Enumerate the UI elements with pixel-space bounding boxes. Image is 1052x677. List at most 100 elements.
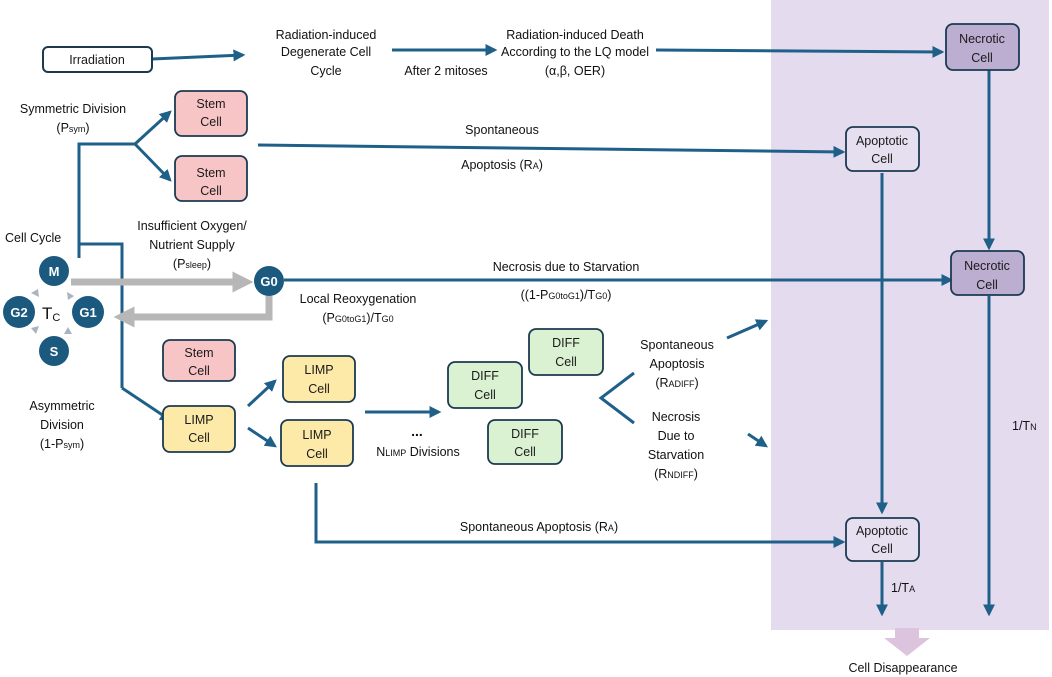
svg-text:LIMP: LIMP [304, 363, 333, 377]
svg-text:Cell: Cell [871, 542, 893, 556]
svg-text:Cell: Cell [306, 447, 328, 461]
insufficient-label-2: Nutrient Supply [149, 238, 235, 252]
diff-cell-box-1: DIFF Cell [447, 361, 523, 409]
g0-necrosis-formula: ((1-PG0toG1)/TG0) [521, 288, 612, 302]
necrotic-cell-box-2: Necrotic Cell [950, 250, 1025, 296]
tn-label: 1/TN [1012, 419, 1037, 433]
symmetric-division-label: Symmetric Division [20, 102, 126, 116]
svg-text:S: S [50, 344, 59, 359]
spontaneous-apoptosis-label-1: Spontaneous [640, 338, 714, 352]
stem-cell-box-2: Stem Cell [174, 155, 248, 202]
arrow-sym-stem2 [133, 142, 172, 182]
arrow-asym-limp [121, 386, 172, 422]
arrow-stem-to-apoptotic [257, 143, 846, 158]
disappearance-arrow [884, 628, 930, 656]
svg-text:Apoptotic: Apoptotic [856, 524, 908, 538]
svg-text:LIMP: LIMP [302, 428, 331, 442]
asymmetric-psym-label: (1-Psym) [40, 437, 84, 451]
apoptosis-ra-label: Apoptosis (RA) [461, 158, 543, 172]
arrow-limp-up [246, 379, 277, 408]
arrow-to-apoptosis-region [726, 319, 769, 340]
psym-label: (Psym) [56, 121, 89, 135]
svg-text:Cell: Cell [514, 445, 536, 459]
cycle-arrow-m-g1 [67, 292, 74, 300]
cycle-phase-g2 [3, 296, 35, 328]
svg-text:Cell: Cell [200, 115, 222, 129]
diff-cell-box-3: DIFF Cell [487, 419, 563, 465]
necrosis-starvation-label: Necrosis due to Starvation [493, 260, 640, 274]
limp-cell-box-1: LIMP Cell [162, 405, 236, 453]
stem-cell-box-3: Stem Cell [162, 339, 236, 382]
ta-label: 1/TA [891, 581, 915, 595]
asymmetric-label-1: Asymmetric [29, 399, 94, 413]
svg-text:Cell: Cell [200, 184, 222, 198]
svg-text:Apoptotic: Apoptotic [856, 134, 908, 148]
svg-text:Stem: Stem [196, 166, 225, 180]
fate-chevron [598, 371, 635, 425]
stem-cell-box-1: Stem Cell [174, 90, 248, 137]
cycle-phase-s [39, 336, 69, 366]
cell-cycle-title: Cell Cycle [5, 231, 61, 245]
cycle-phase-g1 [72, 296, 104, 328]
arrow-g0-to-g1 [113, 296, 273, 328]
svg-text:DIFF: DIFF [552, 336, 580, 350]
death-label-1: Radiation-induced Death [506, 28, 644, 42]
svg-text:G2: G2 [10, 305, 27, 320]
death-label-3: (α,β, OER) [545, 64, 605, 78]
quiescent-g0 [254, 266, 284, 296]
reoxygenation-label: Local Reoxygenation [300, 292, 417, 306]
rndiff-label: (RNDIFF) [654, 467, 698, 481]
svg-text:Cell: Cell [474, 388, 496, 402]
cycle-arrow-s-g2 [31, 326, 39, 334]
necrosis-label-2: Due to [658, 429, 695, 443]
arrow-limp-to-apoptotic [314, 483, 846, 548]
nlimp-divisions-label: NLIMP Divisions [376, 445, 460, 459]
svg-text:Cell: Cell [308, 382, 330, 396]
svg-text:Cell: Cell [871, 152, 893, 166]
apoptotic-cell-box-1: Apoptotic Cell [845, 126, 920, 172]
svg-text:Cell: Cell [971, 51, 993, 65]
svg-text:Stem: Stem [184, 346, 213, 360]
apoptotic-cell-box-2: Apoptotic Cell [845, 517, 920, 562]
ellipsis-label: ... [411, 423, 423, 439]
psleep-label: (Psleep) [173, 257, 211, 271]
limp-cell-box-2: LIMP Cell [282, 355, 356, 403]
diff-cell-box-2: DIFF Cell [528, 328, 604, 376]
cycle-phase-m [39, 256, 69, 286]
arrow-sym-stem1 [133, 110, 172, 146]
insufficient-label-1: Insufficient Oxygen/ [137, 219, 247, 233]
cycle-time-tc: TC [42, 304, 60, 324]
svg-text:Cell: Cell [188, 364, 210, 378]
arrow-irradiation-to-degenerate [151, 49, 246, 62]
degenerate-label-2: Degenerate Cell [281, 45, 371, 59]
necrosis-label-1: Necrosis [652, 410, 701, 424]
svg-text:Cell: Cell [188, 431, 210, 445]
limp-cell-box-3: LIMP Cell [280, 419, 354, 467]
svg-text:Necrotic: Necrotic [964, 259, 1010, 273]
svg-text:Cell: Cell [976, 278, 998, 292]
arrow-to-necrosis-region [747, 432, 768, 448]
arrow-asymmetric-trunk [79, 242, 124, 388]
cycle-arrow-g1-s [64, 327, 72, 334]
bottom-apoptosis-label: Spontaneous Apoptosis (RA) [460, 520, 618, 534]
degenerate-label-1: Radiation-induced [276, 28, 377, 42]
after-mitoses-label: After 2 mitoses [404, 64, 487, 78]
necrosis-label-3: Starvation [648, 448, 704, 462]
cycle-arrow-g2-m [31, 289, 39, 297]
reoxygenation-formula: (PG0toG1)/TG0 [322, 311, 393, 325]
necrotic-cell-box-1: Necrotic Cell [945, 23, 1020, 71]
svg-text:M: M [49, 264, 60, 279]
svg-text:G0: G0 [260, 274, 277, 289]
arrow-symmetric-trunk [77, 142, 135, 258]
svg-text:DIFF: DIFF [511, 427, 539, 441]
svg-text:DIFF: DIFF [471, 369, 499, 383]
spontaneous-label: Spontaneous [465, 123, 539, 137]
svg-text:Cell: Cell [555, 355, 577, 369]
svg-text:Necrotic: Necrotic [959, 32, 1005, 46]
arrow-death-to-necrotic [655, 45, 945, 58]
asymmetric-label-2: Division [40, 418, 84, 432]
irradiation-label: Irradiation [69, 53, 125, 67]
svg-text:Stem: Stem [196, 97, 225, 111]
svg-text:G1: G1 [79, 305, 96, 320]
